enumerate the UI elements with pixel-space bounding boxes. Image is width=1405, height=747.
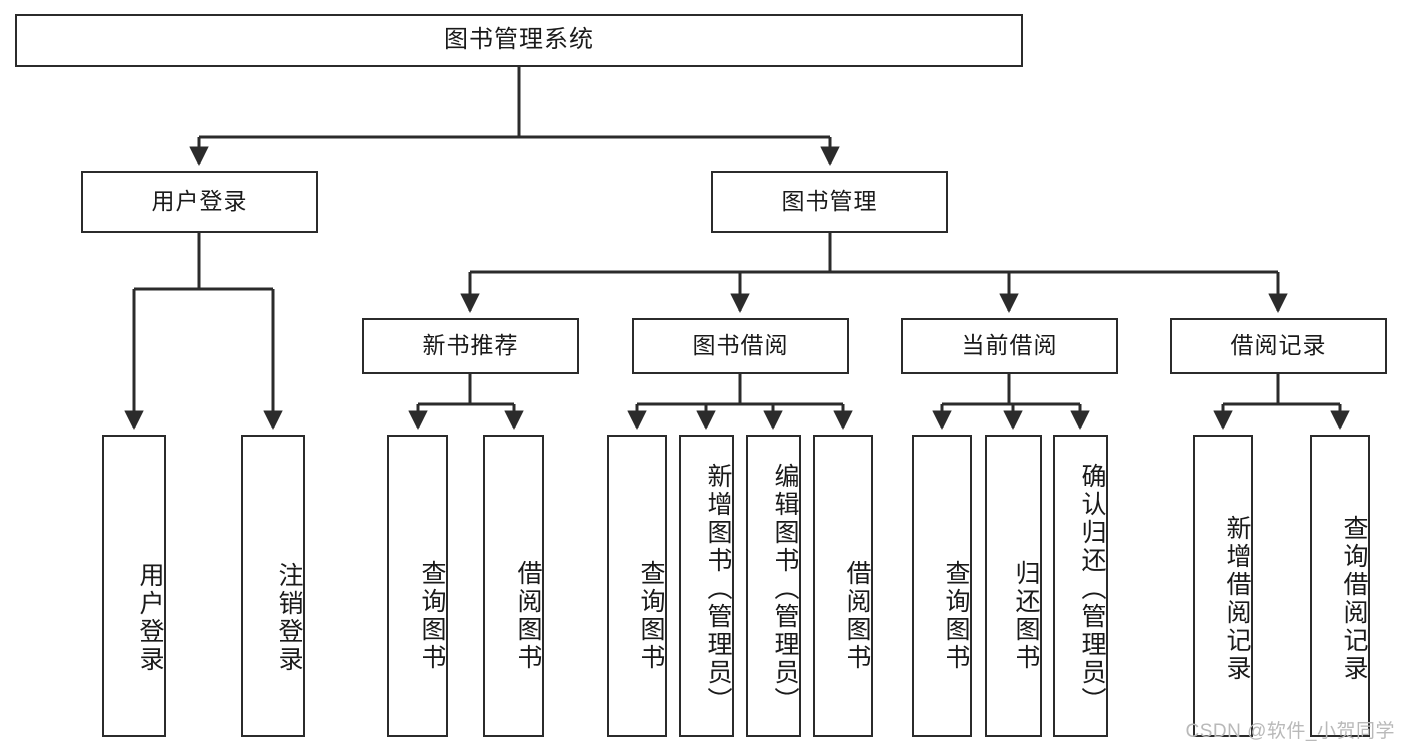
node-root[interactable]: 图书管理系统 xyxy=(15,14,1023,67)
node-leaf-user-login[interactable]: 用户登录 xyxy=(102,435,166,737)
node-borrow-record-label: 借阅记录 xyxy=(1230,332,1327,359)
node-borrow-record[interactable]: 借阅记录 xyxy=(1170,318,1387,374)
node-leaf-confirm-return-label: 确认归还（管理员） xyxy=(1078,463,1106,715)
node-leaf-borrow-book-rec[interactable]: 借阅图书 xyxy=(483,435,544,737)
node-leaf-borrow-book-rec-label: 借阅图书 xyxy=(514,560,542,672)
node-leaf-return-book-label: 归还图书 xyxy=(1012,560,1040,672)
node-leaf-add-record[interactable]: 新增借阅记录 xyxy=(1193,435,1253,737)
node-user-login-label: 用户登录 xyxy=(151,188,248,215)
node-current-borrow[interactable]: 当前借阅 xyxy=(901,318,1118,374)
node-leaf-confirm-return[interactable]: 确认归还（管理员） xyxy=(1053,435,1108,737)
node-book-manage-label: 图书管理 xyxy=(781,188,878,215)
node-leaf-return-book[interactable]: 归还图书 xyxy=(985,435,1042,737)
node-leaf-query-book-rec-label: 查询图书 xyxy=(418,560,446,672)
node-user-login[interactable]: 用户登录 xyxy=(81,171,318,233)
node-leaf-edit-book-label: 编辑图书（管理员） xyxy=(771,463,799,715)
node-leaf-query-book-cur[interactable]: 查询图书 xyxy=(912,435,972,737)
node-leaf-query-book-rec[interactable]: 查询图书 xyxy=(387,435,448,737)
node-leaf-add-book[interactable]: 新增图书（管理员） xyxy=(679,435,734,737)
node-leaf-borrow-book-label: 借阅图书 xyxy=(843,560,871,672)
node-leaf-add-record-label: 新增借阅记录 xyxy=(1223,515,1251,683)
node-book-manage[interactable]: 图书管理 xyxy=(711,171,948,233)
watermark: CSDN @软件_小贺同学 xyxy=(1185,721,1395,742)
node-leaf-logout[interactable]: 注销登录 xyxy=(241,435,305,737)
node-leaf-edit-book[interactable]: 编辑图书（管理员） xyxy=(746,435,801,737)
node-leaf-query-book-borrow-label: 查询图书 xyxy=(637,560,665,672)
node-leaf-query-record[interactable]: 查询借阅记录 xyxy=(1310,435,1370,737)
node-leaf-query-book-cur-label: 查询图书 xyxy=(942,560,970,672)
node-leaf-add-book-label: 新增图书（管理员） xyxy=(704,463,732,715)
node-current-borrow-label: 当前借阅 xyxy=(961,332,1058,359)
node-leaf-query-book-borrow[interactable]: 查询图书 xyxy=(607,435,667,737)
node-leaf-borrow-book[interactable]: 借阅图书 xyxy=(813,435,873,737)
node-leaf-query-record-label: 查询借阅记录 xyxy=(1340,515,1368,683)
node-new-book-rec-label: 新书推荐 xyxy=(422,332,519,359)
node-leaf-logout-label: 注销登录 xyxy=(275,562,303,674)
node-root-label: 图书管理系统 xyxy=(444,26,594,54)
node-book-borrow[interactable]: 图书借阅 xyxy=(632,318,849,374)
node-book-borrow-label: 图书借阅 xyxy=(692,332,789,359)
node-new-book-rec[interactable]: 新书推荐 xyxy=(362,318,579,374)
node-leaf-user-login-label: 用户登录 xyxy=(136,562,164,674)
